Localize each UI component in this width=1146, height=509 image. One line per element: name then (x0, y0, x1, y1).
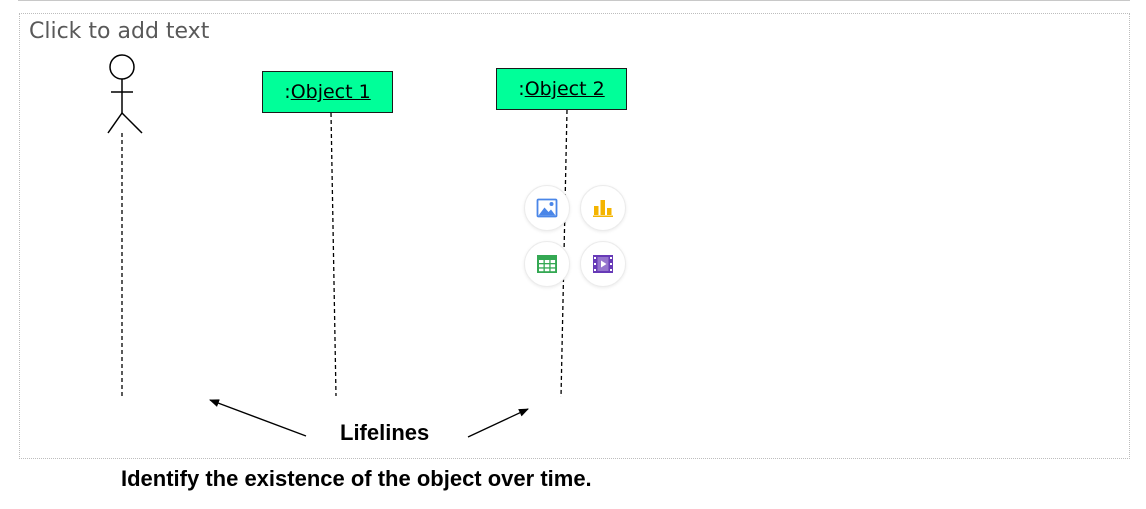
insert-video-button[interactable] (580, 241, 626, 287)
video-icon (593, 255, 613, 273)
actor-stick-figure[interactable] (107, 54, 143, 134)
text-placeholder-box[interactable] (19, 13, 1130, 459)
object-2-prefix: : (518, 78, 525, 100)
table-icon (537, 255, 557, 273)
slide-caption: Identify the existence of the object ove… (121, 466, 592, 491)
arrow-to-object-2-lifeline[interactable] (467, 408, 529, 438)
image-icon (536, 198, 558, 218)
insert-image-button[interactable] (524, 185, 570, 231)
text-placeholder[interactable]: Click to add text (29, 19, 210, 44)
object-1-name: Object 1 (290, 81, 371, 103)
object-2-name: Object 2 (524, 78, 605, 100)
object-1-prefix: : (284, 81, 291, 103)
object-1-lifeline[interactable] (330, 112, 337, 397)
top-rule (18, 0, 1130, 1)
insert-table-button[interactable] (524, 241, 570, 287)
object-1-box[interactable]: :Object 1 (262, 71, 393, 113)
chart-icon (593, 200, 613, 217)
lifelines-label: Lifelines (340, 420, 430, 445)
arrow-to-actor-lifeline[interactable] (209, 399, 307, 437)
insert-chart-button[interactable] (580, 185, 626, 231)
object-2-box[interactable]: :Object 2 (496, 68, 627, 110)
